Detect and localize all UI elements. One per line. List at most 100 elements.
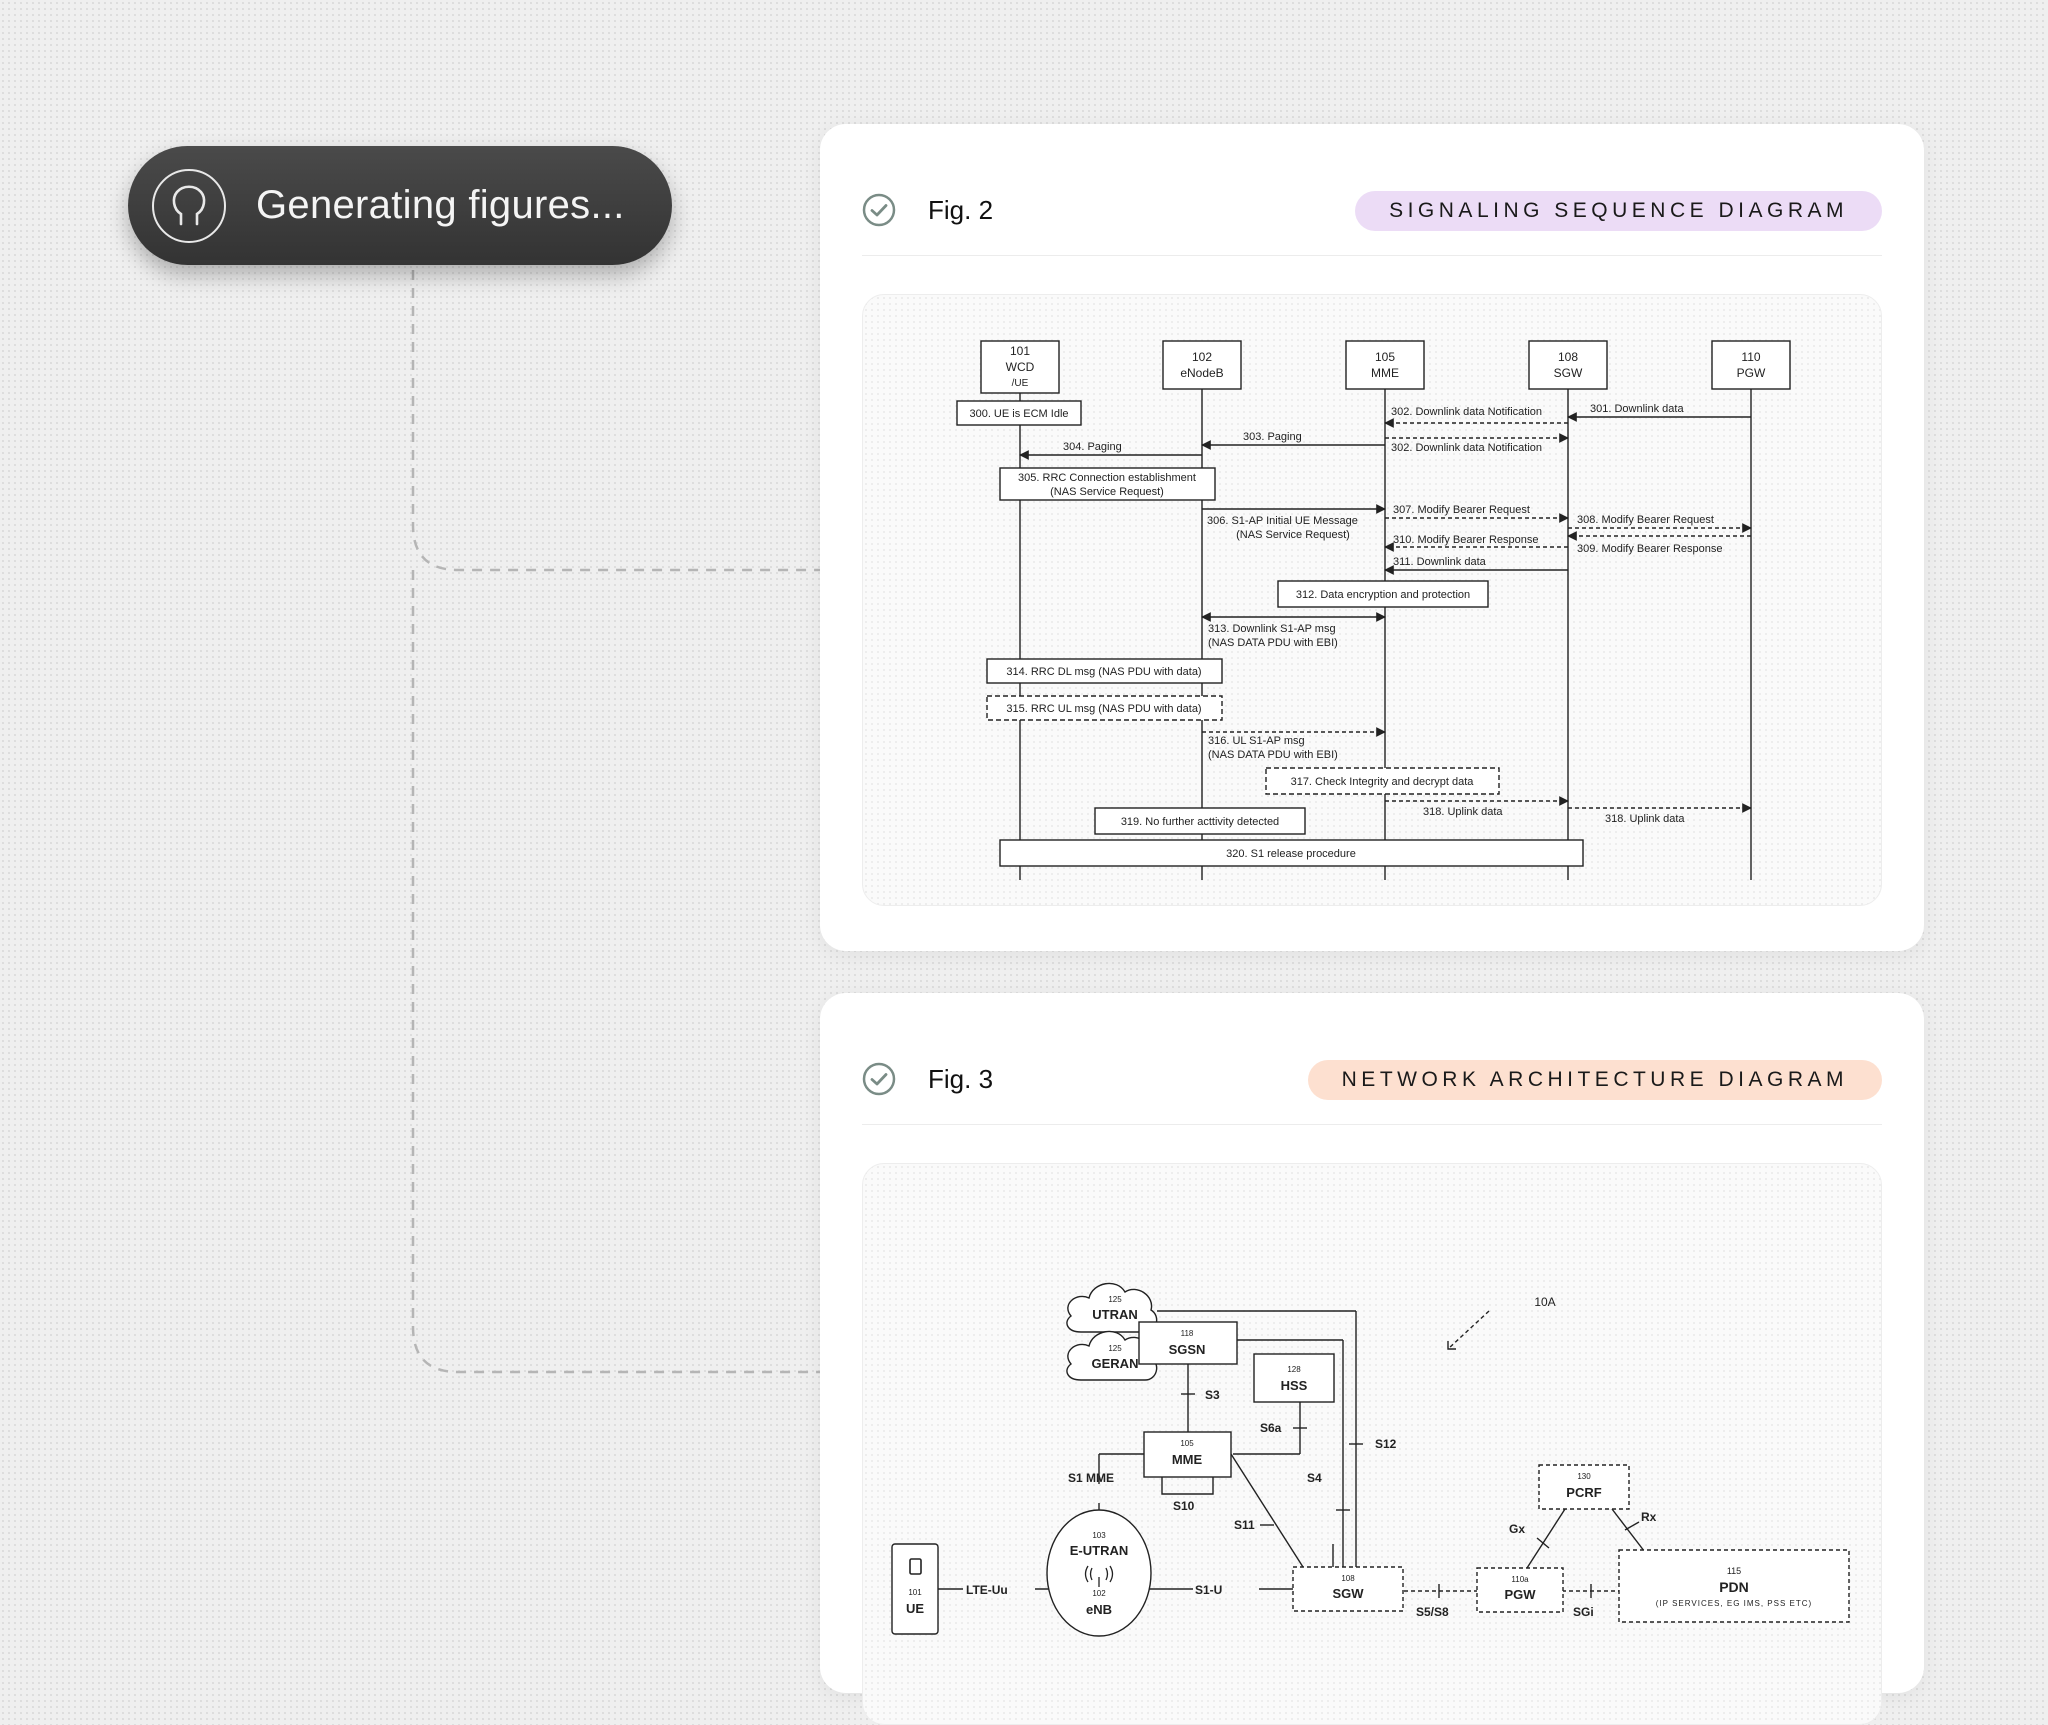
check-circle-icon — [862, 1062, 896, 1096]
node-number: 105 — [1180, 1439, 1194, 1448]
cloud-utran — [1066, 1282, 1158, 1333]
step-box — [999, 467, 1216, 501]
node-label: GERAN — [1092, 1356, 1139, 1371]
progress-connector — [411, 270, 820, 1374]
reference-arrowhead — [1447, 1341, 1456, 1350]
phone-icon — [909, 1558, 922, 1575]
entity-number: 110 — [1741, 350, 1760, 364]
node-box — [1292, 1566, 1404, 1612]
reference-arrow — [1447, 1310, 1490, 1350]
step-label: 313. Downlink S1-AP msg — [1208, 623, 1336, 635]
step-label: 300. UE is ECM Idle — [969, 408, 1068, 420]
entity-number: 108 — [1558, 350, 1578, 364]
interface-label: S3 — [1205, 1388, 1220, 1402]
entity-box — [1162, 340, 1242, 390]
step-label: 316. UL S1-AP msg — [1208, 735, 1305, 747]
link — [1526, 1508, 1566, 1569]
interface-label: Rx — [1641, 1510, 1657, 1524]
step-label: 309. Modify Bearer Response — [1577, 543, 1723, 555]
interface-label: SGi — [1573, 1605, 1594, 1619]
generating-status-pill: Generating figures... — [128, 146, 672, 265]
interface-tick — [1624, 1521, 1640, 1531]
step-label: 310. Modify Bearer Response — [1393, 534, 1539, 546]
interface-label: S10 — [1173, 1499, 1195, 1513]
node-number: 102 — [1092, 1589, 1106, 1598]
step-label: 314. RRC DL msg (NAS PDU with data) — [1006, 666, 1201, 678]
step-label: 305. RRC Connection establishment — [1018, 472, 1196, 484]
node-box — [1138, 1321, 1238, 1365]
node-number: 125 — [1108, 1295, 1122, 1304]
node-box — [1618, 1549, 1850, 1623]
node-number: 115 — [1727, 1566, 1741, 1576]
step-label: 319. No further acttivity detected — [1121, 816, 1279, 828]
step-box — [1277, 580, 1489, 608]
lightbulb-outline-icon — [152, 168, 226, 243]
step-label: 308. Modify Bearer Request — [1577, 514, 1714, 526]
connector-fig2 — [411, 270, 820, 572]
antenna-icon — [1084, 1565, 1114, 1587]
check-circle-icon — [862, 193, 896, 227]
node-number: 128 — [1287, 1365, 1301, 1374]
step-label: (NAS DATA PDU with EBI) — [1208, 749, 1338, 761]
step-label: 307. Modify Bearer Request — [1393, 504, 1530, 516]
interface-label: Gx — [1509, 1522, 1525, 1536]
link — [1230, 1453, 1304, 1568]
status-text: Generating figures... — [256, 183, 625, 227]
node-label: eNB — [1086, 1602, 1112, 1617]
figure-canvas: 101 WCD /UE 102 eNodeB 105 MME 108 SGW 1… — [862, 294, 1882, 906]
step-label: 311. Downlink data — [1393, 556, 1487, 568]
step-box — [956, 400, 1082, 426]
node-box — [1253, 1353, 1335, 1403]
entity-name: eNodeB — [1180, 366, 1223, 380]
card-header: Fig. 2 SIGNALING SEQUENCE DIAGRAM — [862, 124, 1882, 256]
node-label: HSS — [1281, 1378, 1308, 1393]
reference-label: 10A — [1534, 1295, 1555, 1309]
architecture-diagram: 125 UTRAN 125 GERAN 118 SGSN 128 HSS 105… — [891, 1282, 1850, 1637]
interface-label: LTE-Uu — [966, 1583, 1008, 1597]
interface-label: S1-U — [1195, 1583, 1222, 1597]
entity-box — [980, 340, 1060, 394]
node-box — [1538, 1464, 1630, 1510]
step-box — [1094, 807, 1306, 835]
interface-tick — [1536, 1537, 1550, 1549]
link-loop — [1161, 1477, 1214, 1495]
entity-box — [1711, 340, 1791, 390]
step-label: 318. Uplink data — [1605, 813, 1685, 825]
step-label: 304. Paging — [1063, 441, 1122, 453]
node-number: 118 — [1181, 1329, 1194, 1338]
entity-number: 102 — [1192, 350, 1212, 364]
figure-card-fig3: Fig. 3 NETWORK ARCHITECTURE DIAGRAM — [820, 993, 1924, 1725]
entity-name: PGW — [1737, 366, 1766, 380]
figure-label: Fig. 3 — [928, 1064, 994, 1094]
node-label: UTRAN — [1092, 1307, 1138, 1322]
node-number: 103 — [1092, 1531, 1106, 1540]
node-ellipse — [1046, 1509, 1152, 1637]
entity-sub: /UE — [1012, 378, 1029, 389]
step-label: 320. S1 release procedure — [1226, 848, 1356, 860]
node-number: 110a — [1511, 1575, 1529, 1584]
step-label: (NAS Service Request) — [1236, 529, 1350, 541]
node-number: 101 — [908, 1588, 922, 1597]
figure-card-fig2: Fig. 2 SIGNALING SEQUENCE DIAGRAM — [820, 124, 1924, 951]
node-label: UE — [906, 1601, 924, 1616]
interface-label: S12 — [1375, 1437, 1397, 1451]
step-label: 302. Downlink data Notification — [1391, 406, 1542, 418]
step-label: 306. S1-AP Initial UE Message — [1207, 515, 1358, 527]
card-header: Fig. 3 NETWORK ARCHITECTURE DIAGRAM — [862, 993, 1882, 1125]
step-label: (NAS Service Request) — [1050, 486, 1164, 498]
entity-box — [1345, 340, 1425, 390]
entity-number: 101 — [1010, 344, 1030, 358]
step-label: 315. RRC UL msg (NAS PDU with data) — [1006, 703, 1201, 715]
interface-label: S4 — [1307, 1471, 1322, 1485]
interface-label: S5/S8 — [1416, 1605, 1449, 1619]
step-label: 312. Data encryption and protection — [1296, 589, 1470, 601]
node-box — [1143, 1431, 1232, 1478]
node-number: 125 — [1108, 1344, 1122, 1353]
node-box — [1476, 1567, 1564, 1613]
step-label: 301. Downlink data — [1590, 403, 1684, 415]
figure-label: Fig. 2 — [928, 195, 994, 225]
interface-label: S6a — [1260, 1421, 1282, 1435]
step-label: 302. Downlink data Notification — [1391, 442, 1542, 454]
figure-type-tag: SIGNALING SEQUENCE DIAGRAM — [1355, 191, 1882, 231]
entity-box — [1528, 340, 1608, 390]
